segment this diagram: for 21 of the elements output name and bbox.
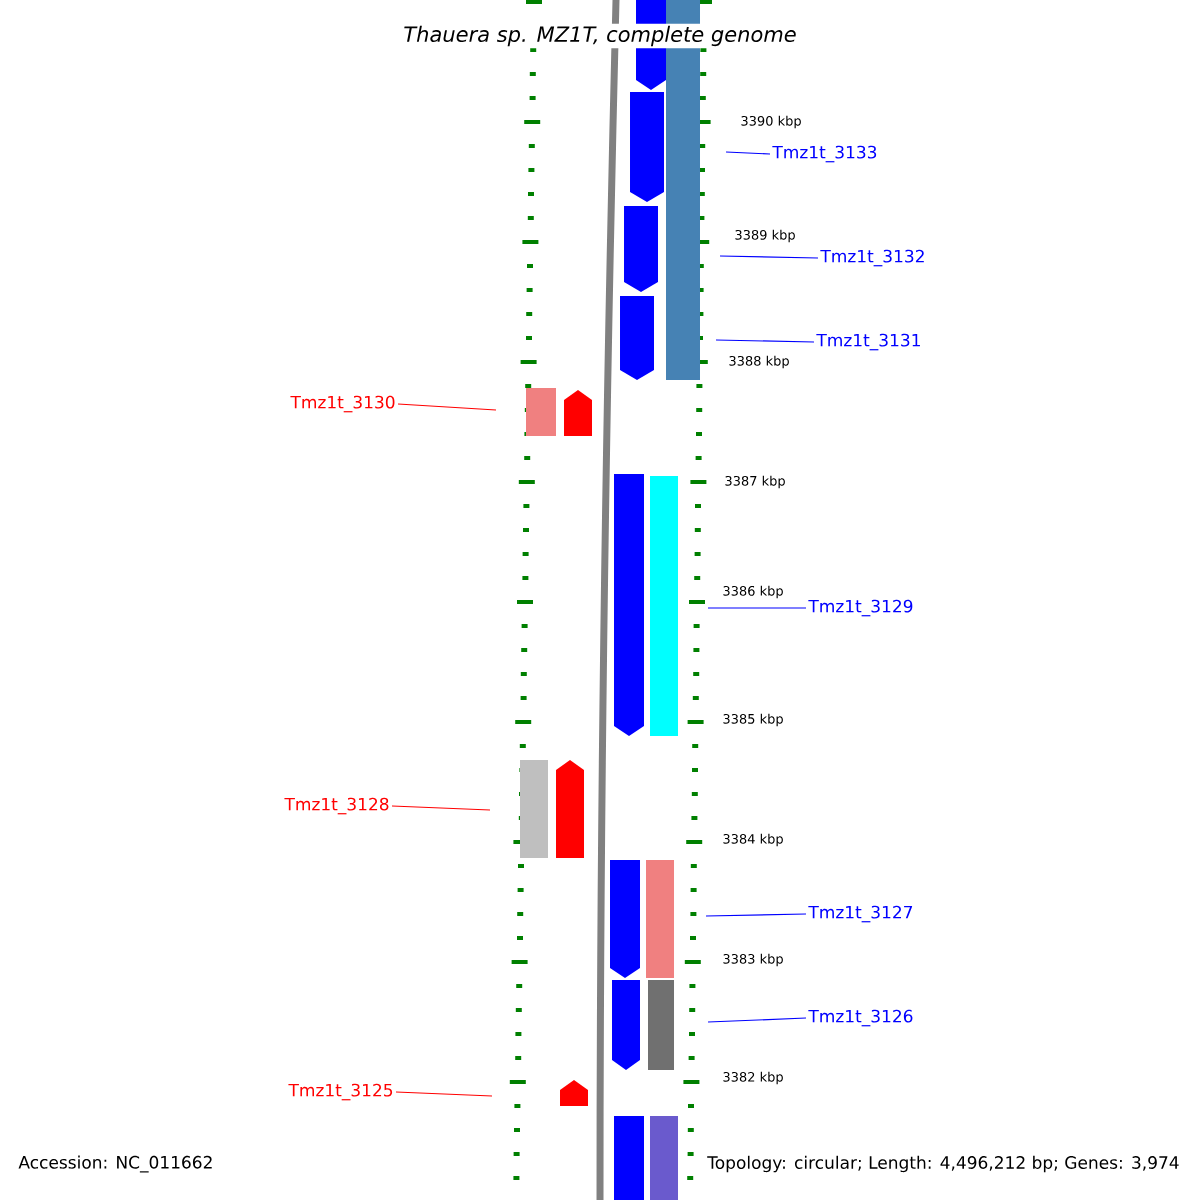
leader-line bbox=[715, 339, 815, 343]
gene-label: Tmz1t_3127 bbox=[808, 905, 913, 923]
gene-label: Tmz1t_3133 bbox=[772, 145, 877, 163]
title: Thauera sp. MZ1T, complete genome bbox=[404, 25, 796, 47]
leader-line bbox=[705, 913, 807, 917]
gene-label: Tmz1t_3125 bbox=[288, 1083, 393, 1101]
gene-label: Tmz1t_3128 bbox=[284, 797, 389, 815]
gene-label: Tmz1t_3129 bbox=[808, 599, 913, 617]
leader-line bbox=[719, 255, 819, 259]
leader-line bbox=[397, 403, 497, 411]
gene-label: Tmz1t_3126 bbox=[808, 1009, 913, 1027]
leader-line bbox=[707, 607, 807, 609]
gene-label: Tmz1t_3130 bbox=[290, 395, 395, 413]
gene-label: Tmz1t_3132 bbox=[820, 249, 924, 267]
leader-line bbox=[707, 1017, 807, 1023]
genome-info-text: Topology: circular; Length: 4,496,212 bp; Genes: 3,974 bbox=[707, 1155, 1179, 1173]
gene-label: Tmz1t_3131 bbox=[816, 333, 920, 351]
leader-line bbox=[725, 151, 771, 155]
leader-line bbox=[395, 1091, 493, 1097]
accession-text: Accession: NC_011662 bbox=[18, 1155, 212, 1173]
leader-line bbox=[391, 805, 491, 811]
